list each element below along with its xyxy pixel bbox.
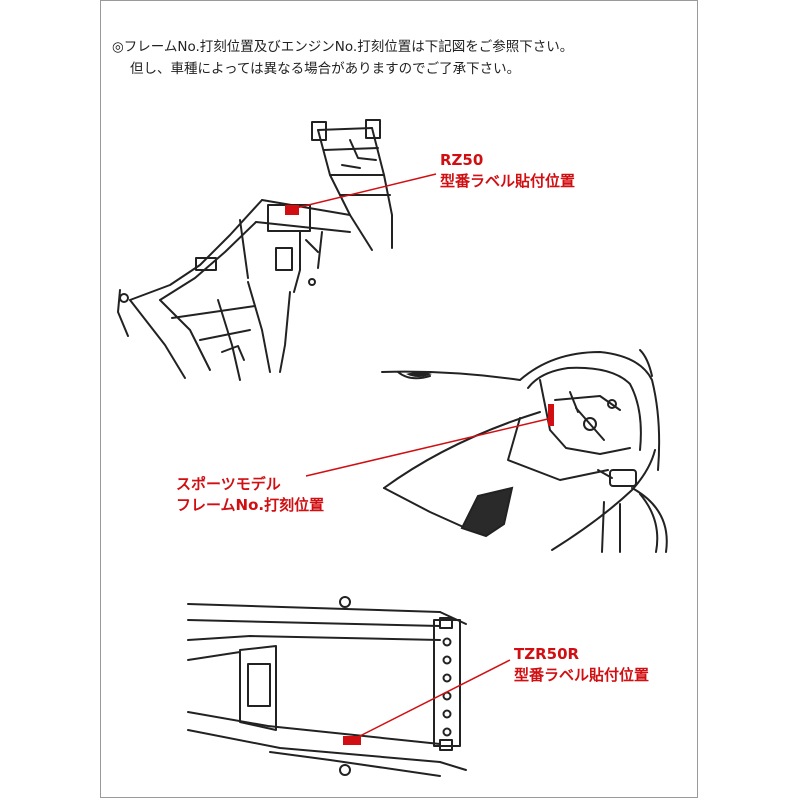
sports-stamp-label: フレームNo.打刻位置 — [176, 496, 325, 514]
tzr50r-model-label: TZR50R — [514, 645, 580, 663]
tank-cap — [406, 372, 432, 377]
tzr50r-label-marker — [343, 736, 361, 745]
document-frame — [100, 0, 698, 798]
rz50-frame-diagram — [117, 119, 393, 381]
sports-callout: スポーツモデル フレームNo.打刻位置 — [176, 474, 324, 516]
tzr50r-leader-line — [351, 659, 511, 741]
notice-line-2: 但し、車種によっては異なる場合がありますのでご了承下さい。 — [130, 61, 521, 77]
rz50-position-label: 型番ラベル貼付位置 — [440, 172, 576, 190]
notice-line-1: ◎フレームNo.打刻位置及びエンジンNo.打刻位置は下記図をご参照下さい。 — [112, 39, 574, 55]
rz50-leader-line — [295, 173, 437, 209]
rz50-callout: RZ50 型番ラベル貼付位置 — [440, 150, 575, 192]
sports-stamp-marker — [548, 404, 554, 426]
fairing-vent — [460, 486, 514, 538]
sports-model-diagram — [381, 349, 668, 553]
sports-model-label: スポーツモデル — [176, 475, 281, 493]
notice-text: ◎フレームNo.打刻位置及びエンジンNo.打刻位置は下記図をご参照下さい。 但し… — [112, 36, 573, 80]
tzr50r-frame-diagram — [187, 596, 467, 777]
sports-leader-line — [305, 417, 553, 477]
rz50-label-marker — [285, 205, 299, 215]
rz50-model-label: RZ50 — [440, 151, 484, 169]
tzr50r-position-label: 型番ラベル貼付位置 — [514, 666, 650, 684]
tzr50r-callout: TZR50R 型番ラベル貼付位置 — [514, 644, 649, 686]
